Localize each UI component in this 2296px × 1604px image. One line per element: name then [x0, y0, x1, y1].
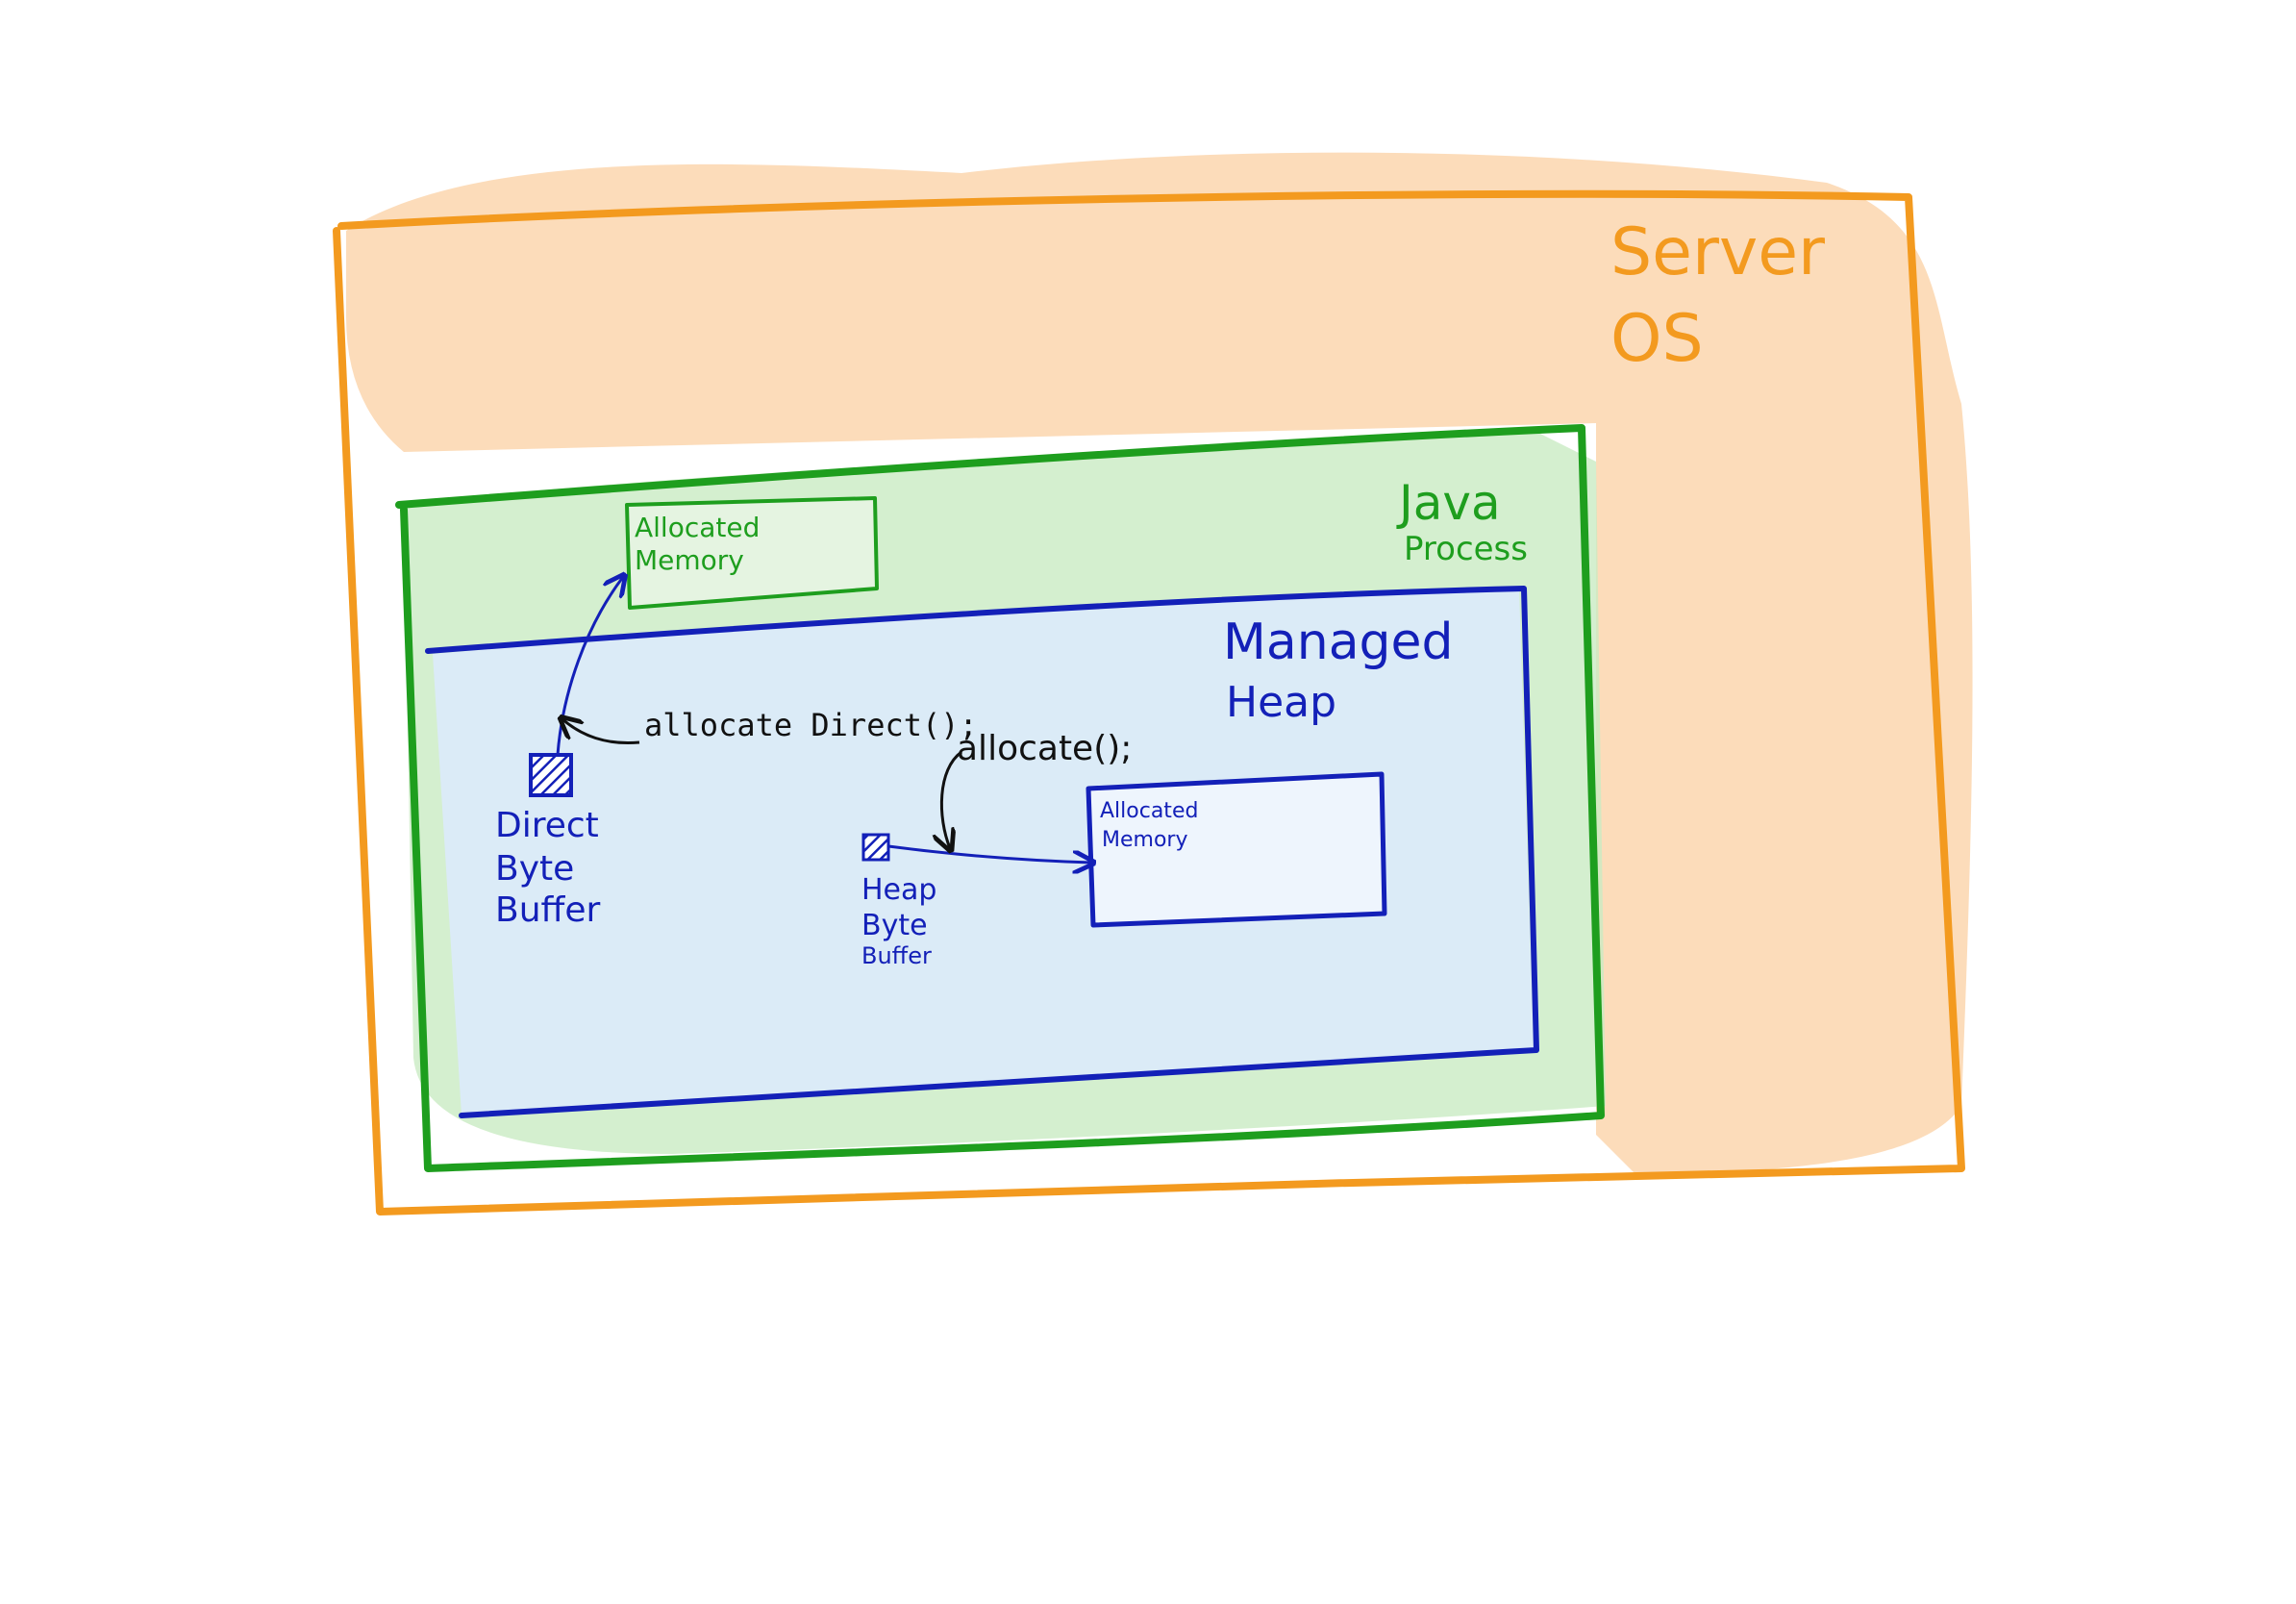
heap-byte-buffer-square: [861, 833, 890, 862]
heap-buffer-to-heap-memory-arrow: [887, 844, 1091, 863]
heap-allocated-memory-label-line1: Allocated: [1100, 799, 1198, 823]
direct-allocated-memory-label-line2: Memory: [635, 544, 744, 576]
heap-byte-buffer-label-line3: Buffer: [861, 942, 932, 969]
direct-byte-buffer-square: [529, 753, 573, 797]
managed-heap-fill: [433, 589, 1534, 1115]
allocate-direct-annotation: allocate Direct();: [562, 707, 978, 745]
managed-heap-region: Managed Heap: [425, 586, 1539, 1118]
heap-byte-buffer-label-line1: Heap: [861, 873, 936, 907]
server-os-fill: [346, 152, 1973, 1174]
direct-allocated-memory-box: Allocated Memory: [625, 496, 879, 610]
direct-byte-buffer-label-line3: Buffer: [495, 890, 600, 930]
heap-allocated-memory-box: Allocated Memory: [1086, 771, 1387, 928]
java-process-label-line1: Java: [1396, 475, 1501, 531]
server-os-border: [333, 189, 1965, 1216]
managed-heap-label-line2: Heap: [1226, 678, 1336, 727]
direct-byte-buffer: Direct Byte Buffer: [495, 753, 600, 930]
heap-allocated-memory-label-line2: Memory: [1102, 828, 1187, 852]
allocate-call-label: allocate();: [957, 729, 1132, 768]
java-process-label-line2: Process: [1404, 530, 1528, 568]
managed-heap-border: [425, 586, 1539, 1118]
managed-heap-label-line1: Managed: [1223, 614, 1454, 671]
heap-byte-buffer-label-line2: Byte: [861, 909, 928, 942]
server-os-label-line2: OS: [1610, 301, 1704, 377]
heap-byte-buffer: Heap Byte Buffer: [861, 833, 936, 969]
server-os-label-line1: Server: [1610, 214, 1825, 290]
direct-byte-buffer-label-line2: Byte: [495, 849, 574, 889]
allocate-direct-pointer-arrow: [562, 719, 640, 745]
direct-byte-buffer-label-line1: Direct: [495, 806, 599, 845]
allocate-annotation: allocate();: [941, 729, 1132, 848]
direct-allocated-memory-label-line1: Allocated: [635, 512, 760, 543]
allocate-direct-call-label: allocate Direct();: [644, 707, 978, 743]
server-os-region: Server OS: [333, 152, 1973, 1216]
allocate-pointer-arrow: [941, 750, 962, 848]
java-process-border: [395, 424, 1605, 1172]
